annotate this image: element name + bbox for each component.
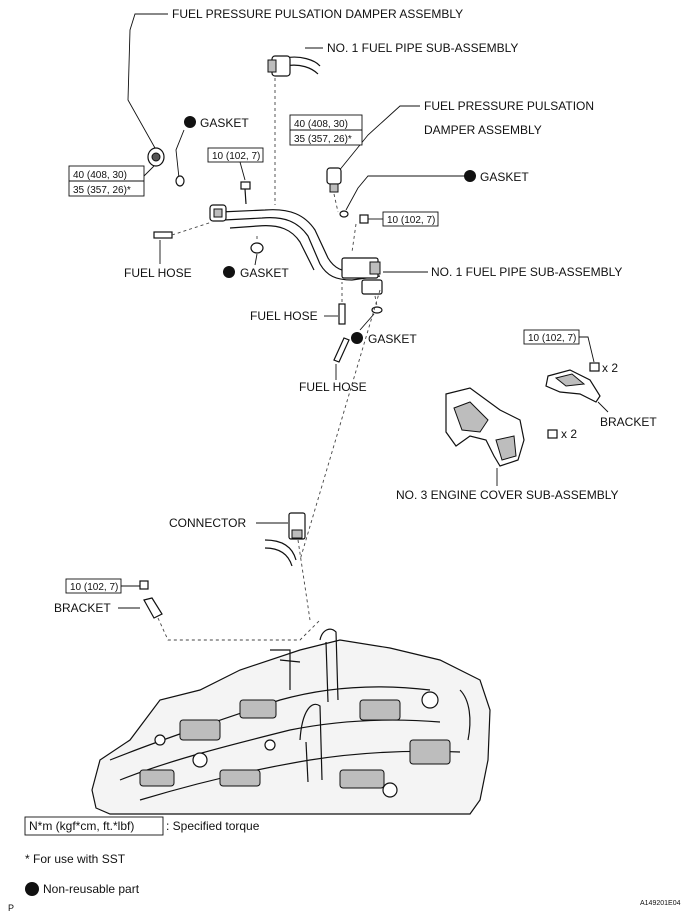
bolt-lower bbox=[139, 580, 149, 590]
label-damper-right-1: FUEL PRESSURE PULSATION bbox=[424, 99, 594, 113]
label-gasket-lower: GASKET bbox=[368, 332, 417, 346]
label-pipe1-top: NO. 1 FUEL PIPE SUB-ASSEMBLY bbox=[327, 41, 518, 55]
label-gasket-left: GASKET bbox=[200, 116, 249, 130]
fuel-hose-mid-part bbox=[338, 282, 346, 325]
connector-part bbox=[264, 512, 306, 567]
damper-left-part bbox=[147, 147, 165, 167]
nonreusable-dot-gasket-right bbox=[464, 170, 476, 182]
torque-box-bolt-bracket: 10 (102, 7) bbox=[523, 329, 580, 345]
torque-left-a: 40 (408, 30) bbox=[73, 170, 127, 181]
legend: N*m (kgf*cm, ft.*lbf) : Specified torque… bbox=[24, 816, 260, 896]
gasket-lower-ring bbox=[371, 306, 383, 314]
fuel-pipe-main bbox=[209, 204, 383, 295]
bolt-cover bbox=[547, 429, 558, 439]
nonreusable-dot-gasket-left bbox=[184, 116, 196, 128]
label-pipe1-right: NO. 1 FUEL PIPE SUB-ASSEMBLY bbox=[431, 265, 622, 279]
torque-left-b: 35 (357, 26)* bbox=[73, 185, 131, 196]
legend-torque-unit: N*m (kgf*cm, ft.*lbf) bbox=[29, 819, 134, 833]
label-x2-bottom: x 2 bbox=[561, 427, 577, 441]
torque-box-left: 40 (408, 30) 35 (357, 26)* bbox=[68, 165, 155, 197]
legend-torque-desc: : Specified torque bbox=[166, 819, 260, 833]
bolt-upper bbox=[240, 181, 251, 205]
label-x2-top: x 2 bbox=[602, 361, 618, 375]
torque-bolt-lower: 10 (102, 7) bbox=[70, 582, 118, 593]
pipe1-top-connector bbox=[267, 55, 321, 77]
damper-left-leader bbox=[127, 13, 168, 149]
torque-bolt-mid: 10 (102, 7) bbox=[387, 215, 435, 226]
gasket-left-ring bbox=[175, 175, 185, 187]
bolt-mid bbox=[351, 214, 369, 253]
label-bracket-right: BRACKET bbox=[600, 415, 657, 429]
label-gasket-mid: GASKET bbox=[240, 266, 289, 280]
torque-bolt-bracket: 10 (102, 7) bbox=[528, 333, 576, 344]
label-bracket-left: BRACKET bbox=[54, 601, 111, 615]
torque-box-bolt-mid: 10 (102, 7) bbox=[382, 211, 439, 227]
torque-box-bolt-upper: 10 (102, 7) bbox=[207, 147, 264, 163]
label-engine-cover: NO. 3 ENGINE COVER SUB-ASSEMBLY bbox=[396, 488, 619, 502]
bolt-bracket bbox=[589, 362, 600, 372]
legend-sst-note: * For use with SST bbox=[25, 852, 126, 866]
engine-block bbox=[91, 628, 491, 815]
bracket-left-part bbox=[143, 597, 163, 619]
engine-cover-part bbox=[445, 387, 525, 467]
bracket-right-part bbox=[545, 369, 601, 403]
nonreusable-dot-gasket-lower bbox=[351, 332, 363, 344]
label-damper-right-2: DAMPER ASSEMBLY bbox=[424, 123, 542, 137]
gasket-mid-ring bbox=[250, 242, 264, 254]
legend-nonreusable-dot bbox=[25, 882, 39, 896]
damper-right-part bbox=[326, 167, 342, 213]
figure-id: A149201E04 bbox=[640, 900, 681, 907]
torque-right-a: 40 (408, 30) bbox=[294, 119, 348, 130]
fuel-hose-lower-part bbox=[333, 337, 350, 363]
legend-nonreusable: Non-reusable part bbox=[43, 882, 140, 896]
torque-box-bolt-lower: 10 (102, 7) bbox=[65, 578, 122, 594]
gasket-right-ring bbox=[339, 210, 349, 218]
torque-right-b: 35 (357, 26)* bbox=[294, 134, 352, 145]
label-connector: CONNECTOR bbox=[169, 516, 246, 530]
label-fuel-hose-left: FUEL HOSE bbox=[124, 266, 192, 280]
torque-box-right: 40 (408, 30) 35 (357, 26)* bbox=[289, 114, 363, 146]
label-gasket-right: GASKET bbox=[480, 170, 529, 184]
fuel-hose-left-part bbox=[153, 221, 213, 239]
label-fuel-hose-lower: FUEL HOSE bbox=[299, 380, 367, 394]
label-fuel-hose-mid: FUEL HOSE bbox=[250, 309, 318, 323]
nonreusable-dot-gasket-mid bbox=[223, 266, 235, 278]
label-damper-top: FUEL PRESSURE PULSATION DAMPER ASSEMBLY bbox=[172, 7, 463, 21]
torque-bolt-upper: 10 (102, 7) bbox=[212, 151, 260, 162]
page-letter: P bbox=[8, 903, 14, 913]
